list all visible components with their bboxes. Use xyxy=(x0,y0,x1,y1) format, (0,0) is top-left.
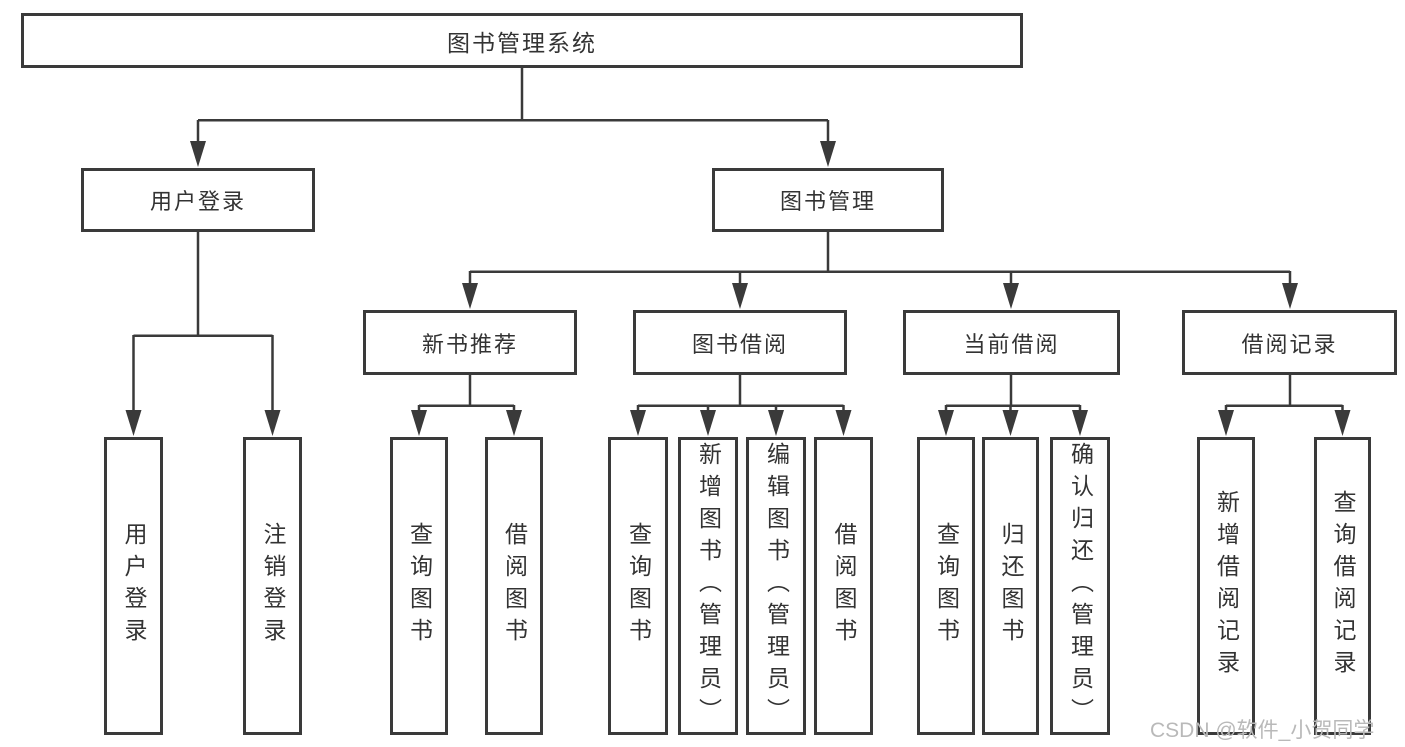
leaf-add-book-admin: 新增图书（管理员） xyxy=(678,437,738,735)
leaf-query-books-2: 查询图书 xyxy=(608,437,668,735)
leaf-add-borrow-record: 新增借阅记录 xyxy=(1197,437,1255,735)
leaf-user-login: 用户登录 xyxy=(104,437,163,735)
node-current-borrowing: 当前借阅 xyxy=(903,310,1120,375)
node-book-management: 图书管理 xyxy=(712,168,944,232)
leaf-borrow-books-2: 借阅图书 xyxy=(814,437,873,735)
leaf-query-borrow-record: 查询借阅记录 xyxy=(1314,437,1371,735)
leaf-borrow-books-1: 借阅图书 xyxy=(485,437,543,735)
connector-stems xyxy=(132,68,1344,418)
leaf-return-book: 归还图书 xyxy=(982,437,1039,735)
leaf-query-books-1: 查询图书 xyxy=(390,437,448,735)
leaf-confirm-return-admin: 确认归还（管理员） xyxy=(1050,437,1110,735)
node-new-book-recommendation: 新书推荐 xyxy=(363,310,577,375)
arrow-down-icons xyxy=(125,141,1351,436)
leaf-logout: 注销登录 xyxy=(243,437,302,735)
leaf-edit-book-admin: 编辑图书（管理员） xyxy=(746,437,806,735)
node-root: 图书管理系统 xyxy=(21,13,1023,68)
leaf-query-books-3: 查询图书 xyxy=(917,437,975,735)
node-user-login: 用户登录 xyxy=(81,168,315,232)
node-book-borrowing: 图书借阅 xyxy=(633,310,847,375)
node-borrowing-records: 借阅记录 xyxy=(1182,310,1397,375)
